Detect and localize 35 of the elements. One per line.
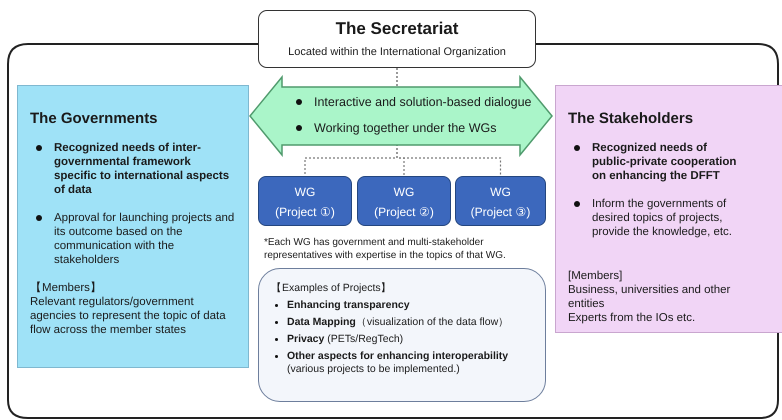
list-item: Data Mapping（visualization of the data flow） xyxy=(271,316,535,329)
wg-label: (Project ①) xyxy=(274,204,336,221)
panel xyxy=(555,85,782,333)
body-text: Business, universities and other entities xyxy=(568,283,732,311)
panel-heading: The Governments xyxy=(30,110,159,127)
bullet-text: Recognized needs of inter-governmental framework specific to international aspects of data xyxy=(30,141,236,197)
list-item: Enhancing transparency xyxy=(271,299,535,312)
panel-heading: The Stakeholders xyxy=(568,110,694,127)
bullet-text: Recognized needs of public-private cooperation on enhancing the DFFT xyxy=(568,141,744,183)
bullet-text: Interactive and solution-based dialogue xyxy=(290,95,532,109)
double-arrow xyxy=(249,74,553,158)
bullet-text: Working together under the WGs xyxy=(290,121,496,135)
wg-box xyxy=(258,176,352,226)
note-text: *Each WG has government and multi-stakeholder representatives with expertise in the topics of that WG. xyxy=(264,236,507,262)
list-item: Privacy (PETs/RegTech) xyxy=(271,333,535,346)
section-label: 【Members】 xyxy=(30,281,103,295)
wg-label: WG xyxy=(294,184,316,201)
bullet-text: Approval for launching projects and its outcome based on the communication with the stakeholders xyxy=(30,211,236,267)
wg-box xyxy=(357,176,451,226)
section-label: [Members] xyxy=(568,269,624,283)
body-text: Experts from the IOs etc. xyxy=(568,311,696,325)
secretariat-box xyxy=(258,10,536,68)
panel xyxy=(17,85,249,368)
subtitle-text: Located within the International Organization xyxy=(287,46,507,58)
examples-box xyxy=(258,268,546,402)
wg-label: WG xyxy=(392,184,416,201)
bullet-text: Inform the governments of desired topics of projects, provide the knowledge, etc. xyxy=(568,197,744,239)
wg-label: (Project ②) xyxy=(373,204,435,221)
wg-label: WG xyxy=(489,184,512,201)
title-text: The Secretariat xyxy=(334,19,460,39)
wg-label: (Project ③) xyxy=(470,204,532,221)
section-label: 【Examples of Projects】 xyxy=(271,281,393,295)
body-text: Relevant regulators/government agencies to represent the topic of data flow across the member states xyxy=(30,295,227,337)
list-item: Other aspects for enhancing interoperability (various projects to be implemented.) xyxy=(271,350,535,376)
wg-box xyxy=(455,176,546,226)
